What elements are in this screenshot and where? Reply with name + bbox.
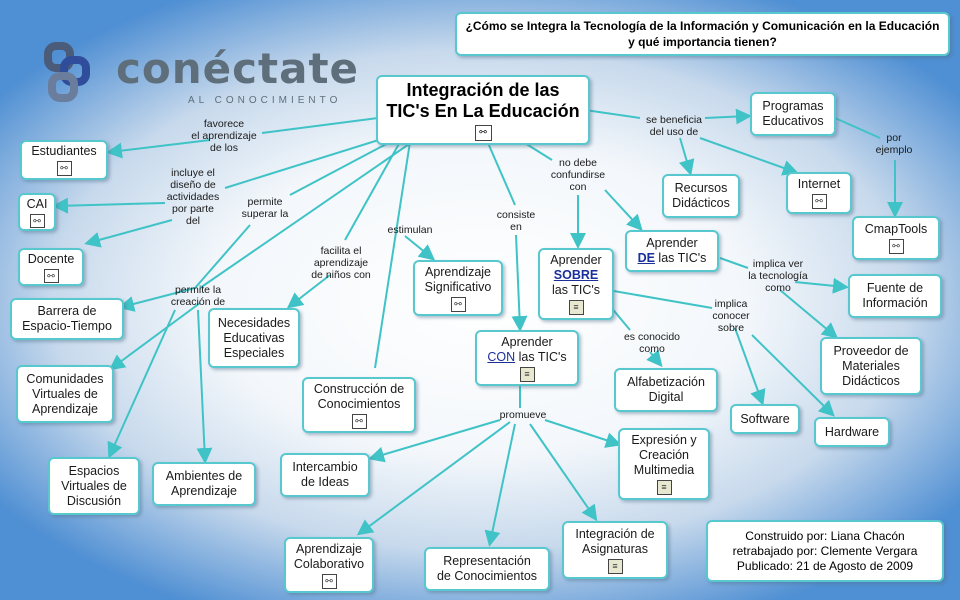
link-se-beneficia: se beneficia del uso de bbox=[645, 114, 703, 138]
document-icon[interactable]: ≡ bbox=[568, 300, 584, 315]
node-colaborativo[interactable]: Aprendizaje Colaborativo ⚯ bbox=[284, 537, 374, 593]
node-software[interactable]: Software bbox=[730, 404, 800, 434]
link-consiste: consiste en bbox=[496, 209, 536, 233]
logo-subtitle: AL CONOCIMIENTO bbox=[188, 95, 342, 106]
link-implica-conocer: implica conocer sobre bbox=[712, 298, 750, 334]
node-cmaptools[interactable]: CmapTools ⚯ bbox=[852, 216, 940, 260]
link-estimulan: estimulan bbox=[387, 224, 433, 236]
main-title-line1: Integración de las bbox=[406, 79, 560, 100]
link-facilita: facilita el aprendizaje de niños con bbox=[311, 245, 371, 281]
link-permite-creacion: permite la creación de bbox=[170, 284, 226, 308]
chain-link-icon bbox=[44, 42, 90, 102]
concept-map-icon[interactable]: ⚯ bbox=[321, 573, 337, 589]
concept-map-icon[interactable]: ⚯ bbox=[56, 161, 72, 176]
node-docente[interactable]: Docente ⚯ bbox=[18, 248, 84, 286]
node-aprender-de[interactable]: Aprender DE las TIC's bbox=[625, 230, 719, 272]
concept-map-icon[interactable]: ⚯ bbox=[450, 296, 466, 312]
document-icon[interactable]: ≡ bbox=[607, 558, 623, 574]
link-por-ejemplo: por ejemplo bbox=[875, 132, 913, 156]
node-construccion[interactable]: Construcción de Conocimientos ⚯ bbox=[302, 377, 416, 433]
node-aprender-sobre[interactable]: Aprender SOBRE las TIC's ≡ bbox=[538, 248, 614, 320]
concept-map-icon[interactable]: ⚯ bbox=[474, 124, 492, 141]
concept-map-icon[interactable]: ⚯ bbox=[888, 239, 904, 254]
node-necesidades[interactable]: Necesidades Educativas Especiales bbox=[208, 308, 300, 368]
node-intercambio[interactable]: Intercambio de Ideas bbox=[280, 453, 370, 497]
link-promueve: promueve bbox=[499, 409, 547, 421]
node-espacios[interactable]: Espacios Virtuales de Discusión bbox=[48, 457, 140, 515]
node-representacion[interactable]: Representación de Conocimientos bbox=[424, 547, 550, 591]
credits-line3: Publicado: 21 de Agosto de 2009 bbox=[736, 558, 914, 573]
node-barrera[interactable]: Barrera de Espacio-Tiempo bbox=[10, 298, 124, 340]
conectate-logo: conéctate AL CONOCIMIENTO bbox=[38, 38, 358, 110]
document-icon[interactable]: ≡ bbox=[519, 366, 535, 382]
credits-line2: retrabajado por: Clemente Vergara bbox=[732, 543, 918, 558]
node-hardware[interactable]: Hardware bbox=[814, 417, 890, 447]
node-fuente[interactable]: Fuente de Información bbox=[848, 274, 942, 318]
link-incluye: incluye el diseño de actividades por par… bbox=[166, 167, 220, 227]
node-asignaturas[interactable]: Integración de Asignaturas ≡ bbox=[562, 521, 668, 579]
concept-map-icon[interactable]: ⚯ bbox=[29, 213, 45, 228]
main-concept[interactable]: Integración de las TIC's En La Educación… bbox=[376, 75, 590, 145]
node-internet[interactable]: Internet ⚯ bbox=[786, 172, 852, 214]
node-comunidades[interactable]: Comunidades Virtuales de Aprendizaje bbox=[16, 365, 114, 423]
node-cai[interactable]: CAI ⚯ bbox=[18, 193, 56, 231]
node-programas[interactable]: Programas Educativos bbox=[750, 92, 836, 136]
concept-map-icon[interactable]: ⚯ bbox=[351, 413, 367, 429]
concept-map-icon[interactable]: ⚯ bbox=[811, 194, 827, 209]
guiding-question: ¿Cómo se Integra la Tecnología de la Inf… bbox=[455, 12, 950, 56]
node-alfabetizacion[interactable]: Alfabetización Digital bbox=[614, 368, 718, 412]
node-estudiantes[interactable]: Estudiantes ⚯ bbox=[20, 140, 108, 180]
link-es-conocido: es conocido como bbox=[623, 331, 681, 355]
main-title-line2: TIC's En La Educación bbox=[386, 100, 580, 121]
link-favorece: favorece el aprendizaje de los bbox=[191, 118, 257, 154]
logo-text: conéctate bbox=[116, 44, 360, 93]
link-implica-ver: implica ver la tecnología como bbox=[748, 258, 808, 294]
link-permite-superar: permite superar la bbox=[241, 196, 289, 220]
node-ambientes[interactable]: Ambientes de Aprendizaje bbox=[152, 462, 256, 506]
node-recursos[interactable]: Recursos Didácticos bbox=[662, 174, 740, 218]
link-no-debe: no debe confundirse con bbox=[550, 157, 606, 193]
credits-line1: Construido por: Liana Chacón bbox=[745, 528, 905, 543]
concept-map-icon[interactable]: ⚯ bbox=[43, 268, 59, 283]
node-aprender-con[interactable]: Aprender CON las TIC's ≡ bbox=[475, 330, 579, 386]
document-icon[interactable]: ≡ bbox=[656, 480, 672, 495]
node-significativo[interactable]: Aprendizaje Significativo ⚯ bbox=[413, 260, 503, 316]
node-proveedor[interactable]: Proveedor de Materiales Didácticos bbox=[820, 337, 922, 395]
node-expresion[interactable]: Expresión y Creación Multimedia ≡ bbox=[618, 428, 710, 500]
credits-box: Construido por: Liana Chacón retrabajado… bbox=[706, 520, 944, 582]
